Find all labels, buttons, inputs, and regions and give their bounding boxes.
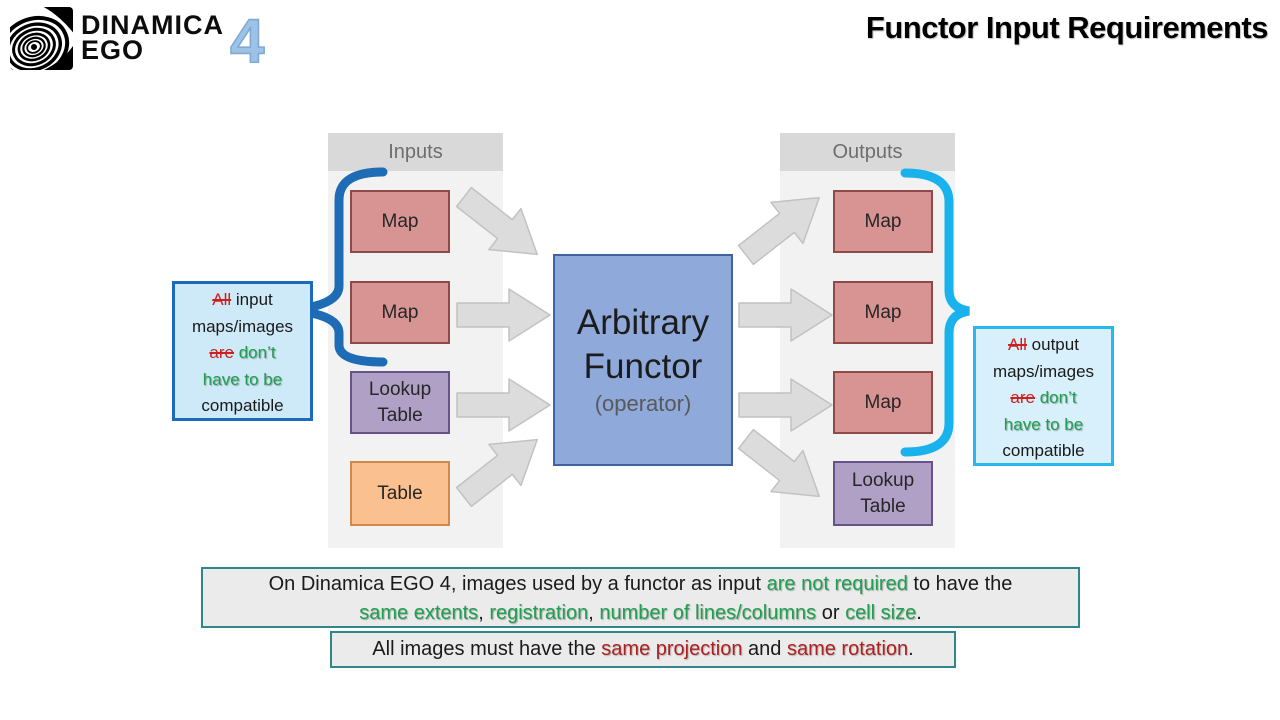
functor-title-line1: Arbitrary [576, 303, 710, 342]
callout-line: are don’t [209, 343, 276, 362]
arrow-right-icon [738, 288, 833, 342]
callout-line: All output [1008, 335, 1079, 354]
callout-line: have to be [1003, 414, 1084, 434]
output-map-box-1: Map [833, 190, 933, 253]
callout-line: are don’t [1010, 388, 1077, 407]
dinamica-ego-logo: DINAMICA EGO 4 [10, 7, 265, 76]
input-table-box: Table [350, 461, 450, 526]
callout-line: compatible [201, 396, 284, 415]
projection-rotation-note: All images must have the same projection… [330, 631, 956, 668]
inputs-column-header: Inputs [328, 133, 503, 171]
input-map-box-1: Map [350, 190, 450, 253]
functor-subtitle: (operator) [594, 391, 692, 416]
arrow-right-icon [738, 378, 833, 432]
logo-version-number: 4 [229, 7, 265, 76]
output-map-box-3: Map [833, 371, 933, 434]
logo-name-line2: EGO [81, 35, 145, 65]
callout-line: compatible [1002, 441, 1085, 460]
callout-line: maps/images [992, 361, 1095, 381]
logo-wordmark: DINAMICA EGO [81, 10, 224, 65]
arrow-down-right-icon [737, 428, 820, 498]
output-compatibility-callout: All output maps/images are don’t have to… [973, 326, 1114, 466]
functor-title-line2: Functor [583, 347, 703, 386]
input-lookup-table-box: Lookup Table [350, 371, 450, 434]
note-line: same extents, registration, number of li… [359, 602, 922, 624]
arrow-up-right-icon [737, 196, 820, 266]
output-lookup-table-box: Lookup Table [833, 461, 933, 526]
input-map-box-2: Map [350, 281, 450, 344]
callout-line: have to be [202, 369, 283, 389]
arbitrary-functor-box: Arbitrary Functor (operator) [553, 254, 733, 466]
outputs-column-header: Outputs [780, 133, 955, 171]
callout-line: maps/images [191, 316, 294, 336]
arrow-right-icon [456, 378, 551, 432]
note-line: All images must have the same projection… [372, 638, 914, 660]
output-map-box-2: Map [833, 281, 933, 344]
input-requirements-note: On Dinamica EGO 4, images used by a func… [201, 567, 1080, 628]
page-title: Functor Input Requirements [865, 10, 1269, 45]
input-compatibility-callout: All input maps/images are don’t have to … [172, 281, 313, 421]
callout-line: All input [212, 290, 273, 309]
arrow-up-right-icon [455, 438, 538, 508]
note-line: On Dinamica EGO 4, images used by a func… [268, 573, 1013, 595]
arrow-right-icon [456, 288, 551, 342]
dinamica-spiral-logo-icon [10, 7, 73, 70]
logo-name-line1: DINAMICA [81, 10, 224, 40]
arrow-down-right-icon [455, 186, 538, 256]
